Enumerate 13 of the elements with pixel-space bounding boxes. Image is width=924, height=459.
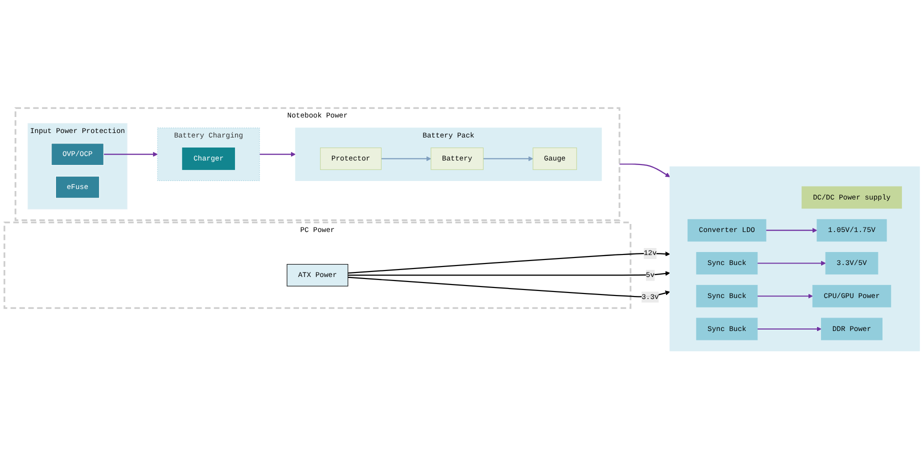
- arrow: [757, 294, 813, 299]
- arrow: [348, 271, 670, 276]
- arrow: [348, 252, 670, 274]
- arrow: [483, 156, 534, 162]
- arrow: [757, 260, 826, 266]
- cluster: [670, 166, 920, 352]
- arrow: [766, 228, 818, 233]
- arrow: [619, 164, 670, 178]
- arrow: [381, 156, 432, 162]
- arrow: [260, 152, 296, 157]
- arrow: [757, 326, 822, 332]
- arrow: [104, 152, 158, 157]
- arrow: [348, 276, 670, 298]
